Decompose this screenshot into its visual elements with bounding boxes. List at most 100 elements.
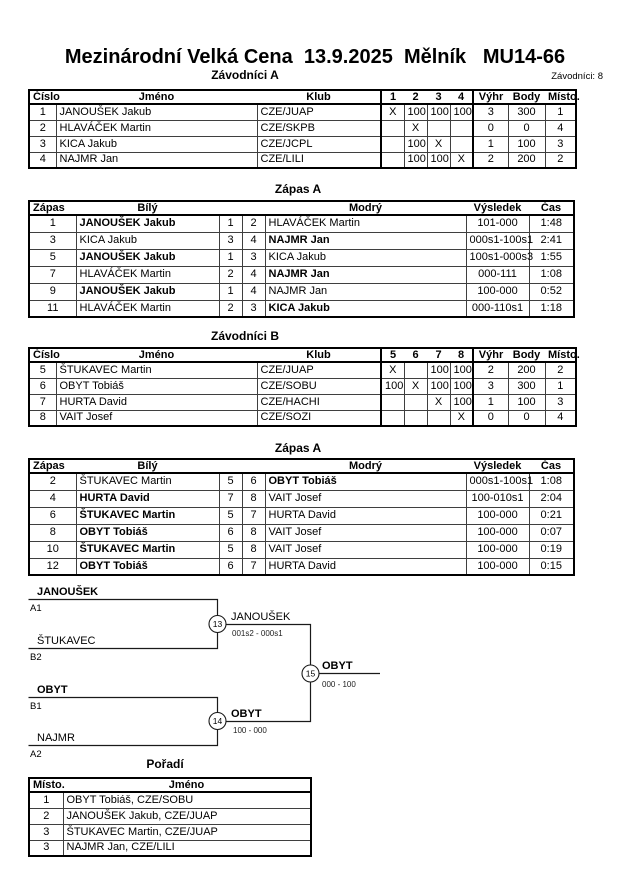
cell-points: 0 — [507, 409, 546, 427]
cell-result — [403, 393, 428, 411]
cell-result: X — [403, 377, 428, 395]
col-header: Bílý — [76, 201, 219, 216]
cell-result: 000s1-100s1 — [465, 231, 533, 250]
cell-blue: VAIT Josef — [264, 523, 467, 542]
cell-result: 100 — [449, 377, 474, 395]
cell-time: 1:55 — [528, 248, 575, 267]
bracket-seed-name: ŠTUKAVEC — [37, 634, 96, 647]
cell-points: 200 — [507, 151, 546, 169]
cell-match-no: 12 — [28, 557, 77, 576]
cell-name: KICA Jakub — [55, 135, 258, 153]
cell-match-no: 10 — [28, 540, 77, 559]
cell-name: HURTA David — [55, 393, 258, 411]
col-header: Body — [508, 90, 545, 105]
cell-name: NAJMR Jan — [55, 151, 258, 169]
cell-wins: 1 — [472, 135, 509, 153]
cell-place: 4 — [544, 119, 577, 137]
cell-seed: 7 — [218, 489, 243, 508]
table-row: 4 NAJMR Jan CZE/LILI 100 100 X 2 200 2 — [28, 151, 577, 169]
col-header: Jméno — [63, 778, 311, 793]
section-title-standings: Pořadí — [146, 757, 184, 771]
table-header-row: Místo. Jméno — [29, 778, 311, 793]
cell-wins: 0 — [472, 409, 509, 427]
col-header: 4 — [450, 90, 473, 105]
bracket-seed-name: NAJMR — [37, 732, 75, 744]
cell-match-no: 8 — [28, 523, 77, 542]
match-number: 15 — [306, 669, 316, 679]
cell-wins: 2 — [472, 361, 509, 379]
col-header: 3 — [427, 90, 450, 105]
matches-b-table: Zápas Bílý Modrý Výsledek Čas 2 ŠTUKAVEC… — [28, 458, 575, 576]
page-title: Mezinárodní Velká Cena 13.9.2025 Mělník … — [64, 46, 566, 68]
cell-place: 2 — [544, 151, 577, 169]
cell-place: 3 — [544, 393, 577, 411]
cell-blue: VAIT Josef — [264, 540, 467, 559]
cell-time: 0:21 — [528, 506, 575, 525]
table-row: 4 HURTA David 7 8 VAIT Josef 100-010s1 2… — [28, 489, 575, 508]
cell-result: 100 — [426, 103, 451, 121]
cell-white: KICA Jakub — [75, 231, 220, 250]
table-row: 1 JANOUŠEK Jakub 1 2 HLAVÁČEK Martin 101… — [28, 214, 575, 233]
cell-time: 1:08 — [528, 472, 575, 491]
col-header: Místo. — [545, 348, 580, 363]
table-row: 5 ŠTUKAVEC Martin CZE/JUAP X 100 100 2 2… — [28, 361, 577, 379]
cell-result: X — [426, 393, 451, 411]
col-header: Místo. — [29, 778, 65, 793]
bracket-line-final — [226, 623, 312, 723]
cell-match-no: 7 — [28, 265, 77, 284]
cell-time: 2:04 — [528, 489, 575, 508]
cell-blue: HURTA David — [264, 557, 467, 576]
cell-result: X — [449, 151, 474, 169]
cell-name: OBYT Tobiáš — [55, 377, 258, 395]
bracket-seed-name: JANOUŠEK — [37, 585, 98, 598]
cell-points: 100 — [507, 135, 546, 153]
cell-result — [426, 119, 451, 137]
cell-result: 100-010s1 — [465, 489, 530, 508]
cell-white: HLAVÁČEK Martin — [75, 299, 220, 318]
table-row: 1 JANOUŠEK Jakub CZE/JUAP X 100 100 100 … — [28, 103, 577, 121]
cell-result — [426, 409, 451, 427]
col-header: 7 — [427, 348, 450, 363]
bracket-match13-score: 001s2 - 000s1 — [232, 629, 283, 638]
cell-seed: 5 — [218, 472, 243, 491]
cell-result: 100 — [380, 377, 405, 395]
cell-club: CZE/JCPL — [256, 135, 382, 153]
cell-seed: 2 — [241, 214, 266, 233]
cell-wins: 0 — [472, 119, 509, 137]
cell-seed: 8 — [241, 489, 266, 508]
col-header: Body — [508, 348, 545, 363]
cell-seed: 2 — [218, 299, 243, 318]
bracket-match13-winner: JANOUŠEK — [231, 610, 291, 623]
cell-time: 0:52 — [528, 282, 575, 301]
col-header: Čas — [529, 459, 574, 474]
cell-name: ŠTUKAVEC Martin, CZE/JUAP — [62, 823, 312, 841]
cell-white: JANOUŠEK Jakub — [75, 248, 220, 267]
cell-blue: KICA Jakub — [264, 248, 467, 267]
col-header: Výsledek — [466, 459, 529, 474]
cell-blue: VAIT Josef — [264, 489, 467, 508]
cell-white: JANOUŠEK Jakub — [75, 214, 220, 233]
cell-time: 1:08 — [528, 265, 575, 284]
cell-result: 100 — [426, 377, 451, 395]
cell-name: HLAVÁČEK Martin — [55, 119, 258, 137]
col-header: 2 — [404, 90, 427, 105]
cell-points: 100 — [507, 393, 546, 411]
col-header: Zápas — [29, 201, 76, 216]
table-row: 3 KICA Jakub CZE/JCPL 100 X 1 100 3 — [28, 135, 577, 153]
cell-place: 1 — [28, 791, 64, 809]
cell-seed: 4 — [241, 231, 266, 250]
section-title-group-a: Závodníci A — [211, 68, 279, 82]
cell-club: CZE/HACHI — [256, 393, 382, 411]
cell-points: 300 — [507, 103, 546, 121]
cell-seed: 1 — [218, 214, 243, 233]
bracket-seed-pos: B1 — [30, 701, 42, 712]
cell-club: CZE/SOZI — [256, 409, 382, 427]
cell-place: 2 — [544, 361, 577, 379]
col-header: Číslo — [29, 348, 60, 363]
cell-number: 1 — [28, 103, 57, 121]
cell-name: OBYT Tobiáš, CZE/SOBU — [62, 791, 312, 809]
cell-result: X — [403, 119, 428, 137]
cell-result — [403, 409, 428, 427]
col-header: 8 — [450, 348, 473, 363]
cell-result: 100 — [403, 103, 428, 121]
